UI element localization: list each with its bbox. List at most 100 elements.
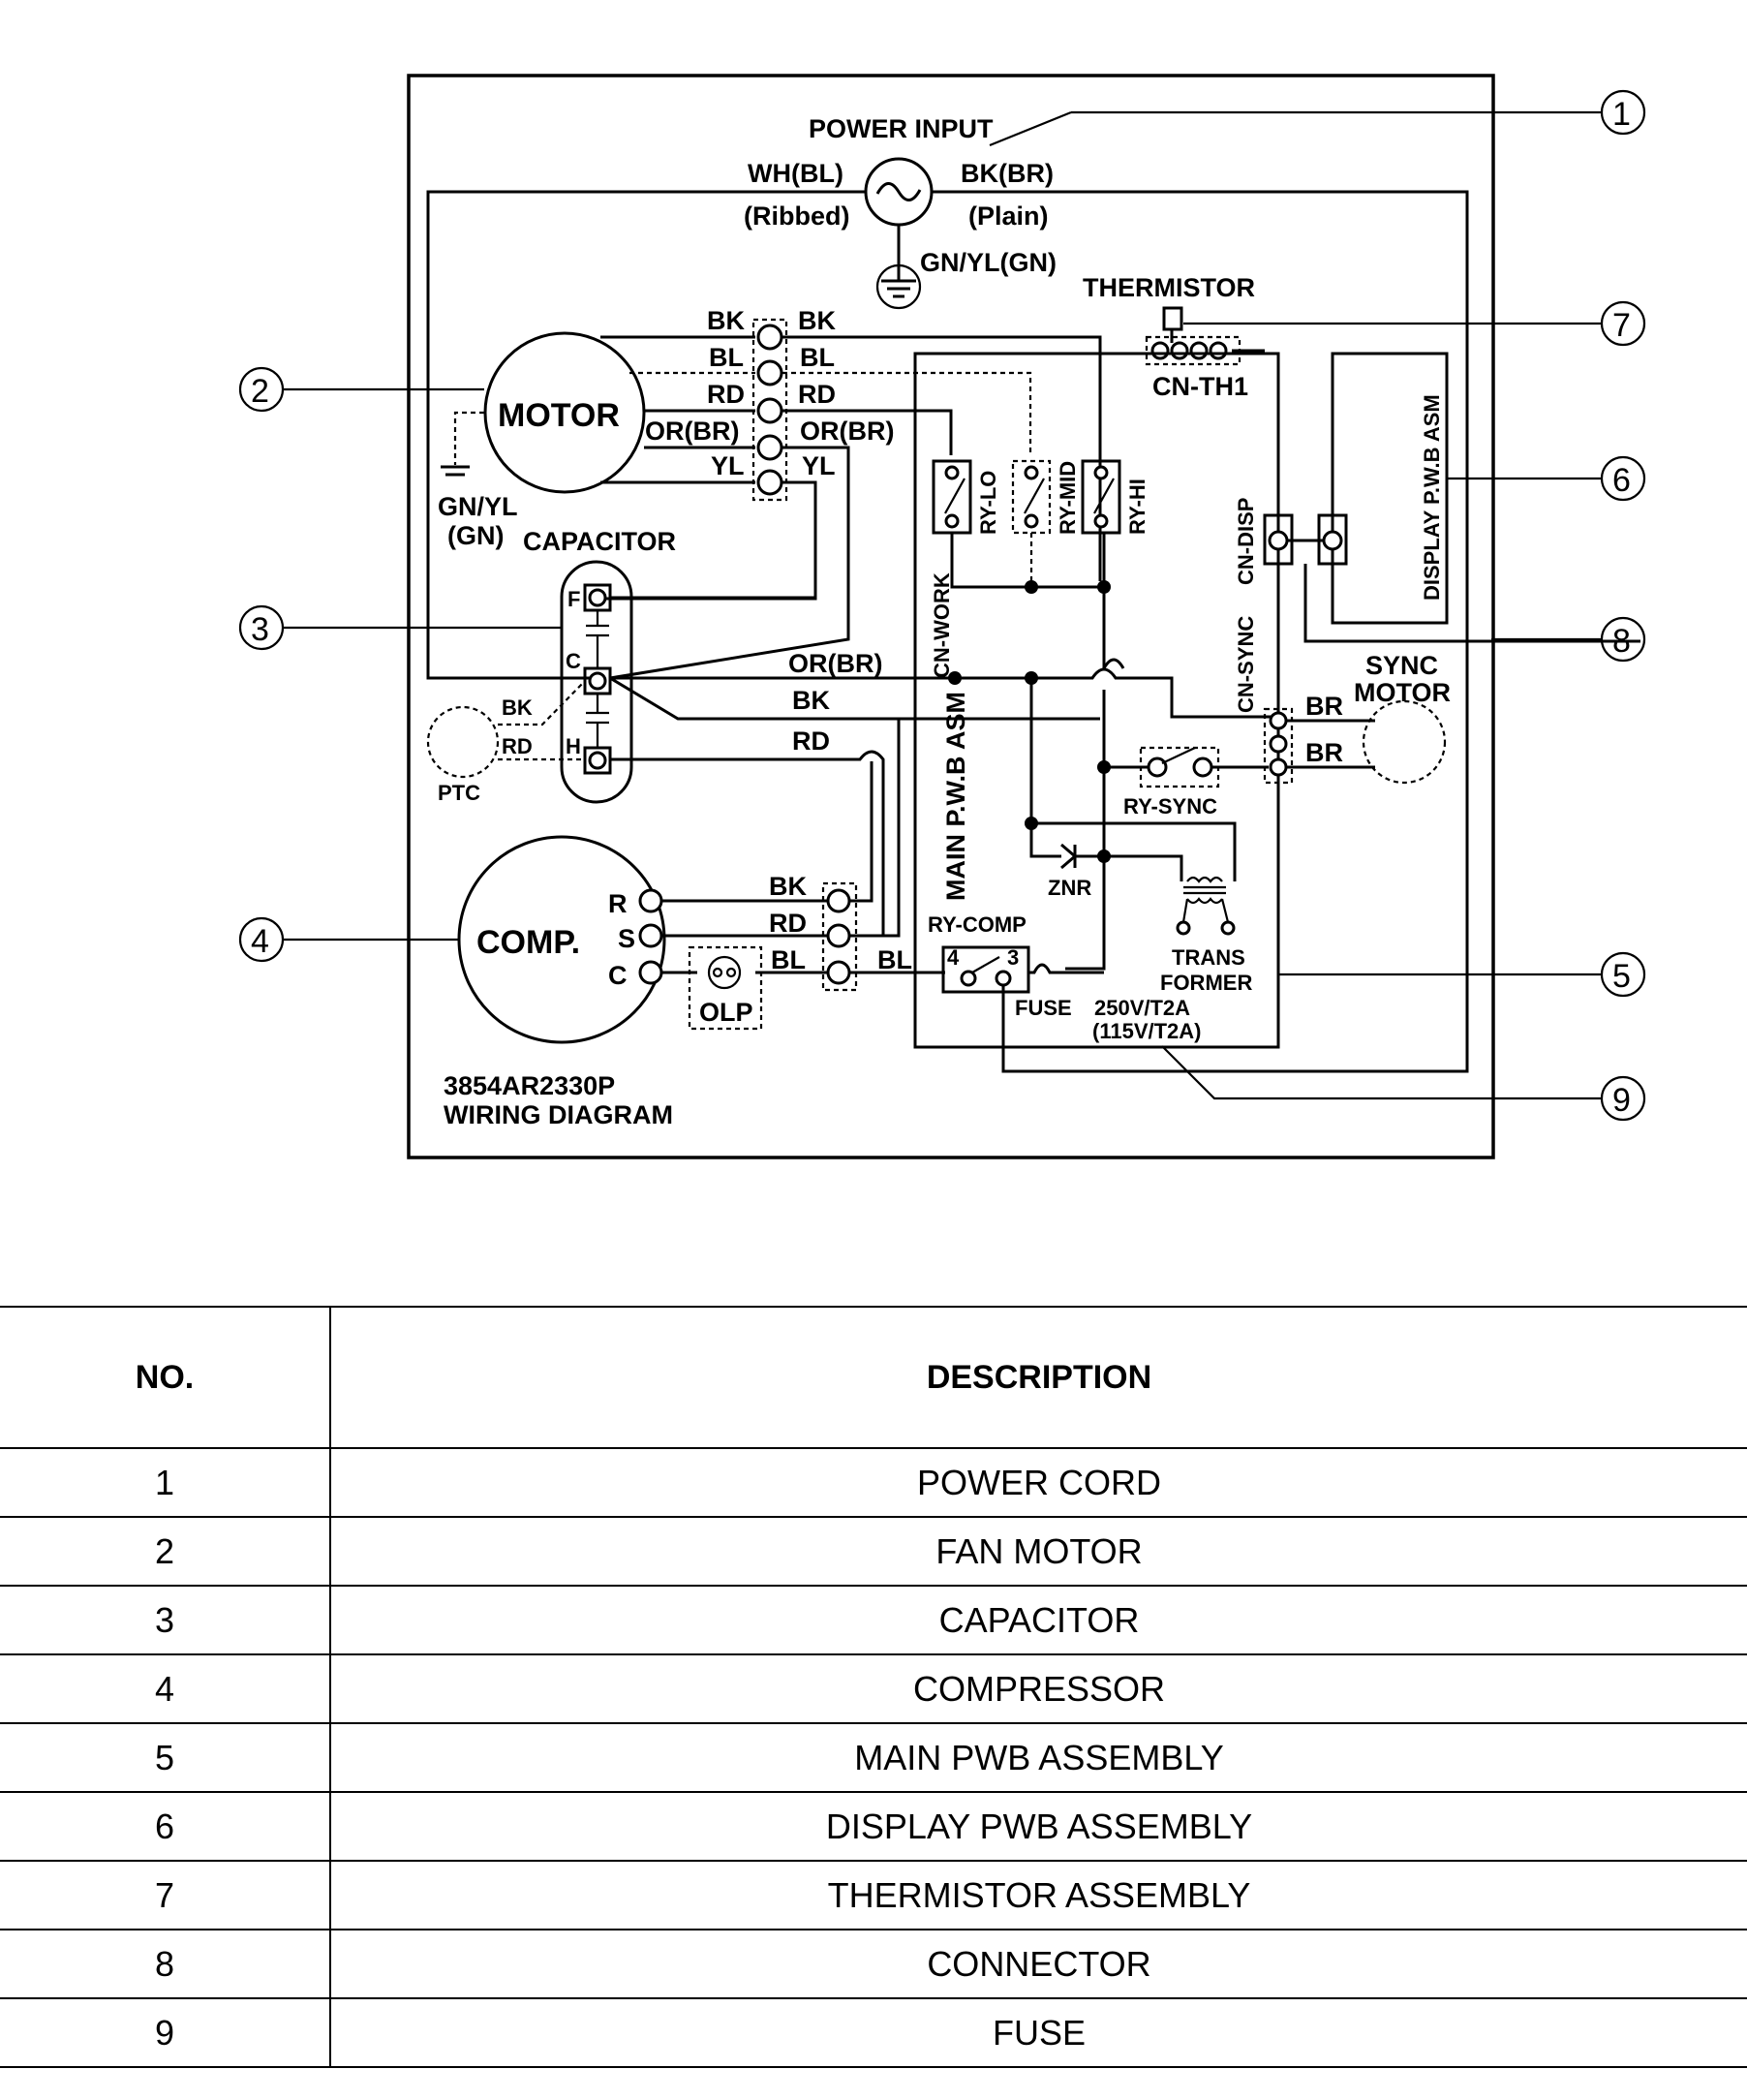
znr-label: ZNR [1048,876,1091,900]
wire-ribbed-label: (Ribbed) [744,201,849,231]
table-row: 6 DISPLAY PWB ASSEMBLY [0,1791,1747,1862]
capacitor [560,560,815,804]
wire-bk-label: BK [792,686,830,715]
table-header-row: NO. DESCRIPTION [0,1306,1747,1449]
table-row: 1 POWER CORD [0,1447,1747,1518]
motor-wire-r-or: OR(BR) [800,417,894,446]
motor-wire-r-yl: YL [802,451,836,480]
main-pwb-label: MAIN P.W.B ASM [941,692,970,901]
motor-wire-l-bk: BK [707,306,745,335]
former-label: FORMER [1160,971,1252,995]
table-row: 7 THERMISTOR ASSEMBLY [0,1860,1747,1930]
svg-text:3: 3 [251,611,269,648]
row-description: THERMISTOR ASSEMBLY [330,1860,1747,1930]
callout-1: 1 [989,89,1646,147]
sync-br-1-label: BR [1305,692,1343,721]
znr [1029,823,1104,870]
col-description-header: DESCRIPTION [330,1306,1747,1449]
fuse-label: FUSE [1015,996,1072,1020]
table-row: 2 FAN MOTOR [0,1516,1747,1587]
svg-text:5: 5 [1612,958,1631,995]
callout-6: 6 [1447,455,1646,502]
thermistor [1145,306,1241,366]
display-pwb-label: DISPLAY P.W.B ASM [1420,394,1444,601]
power-input-label: POWER INPUT [809,114,994,143]
sync-label: SYNC [1365,651,1438,680]
main-pwb-box [913,352,1280,1049]
comp-label: COMP. [476,924,580,961]
wire-wh-bl-label: WH(BL) [748,159,843,188]
comp-c-label: C [608,961,628,990]
row-no: 4 [0,1653,331,1724]
svg-text:8: 8 [1612,623,1631,660]
table-row: 5 MAIN PWB ASSEMBLY [0,1722,1747,1793]
svg-text:7: 7 [1612,307,1631,344]
power-input [426,157,1469,1073]
fuse-rating-1: 250V/T2A [1094,996,1190,1020]
table-row: 3 CAPACITOR [0,1585,1747,1655]
cn-sync-connector [1263,707,1375,785]
relay-hi [1081,459,1121,535]
relay-comp [941,945,1104,994]
ptc [426,680,586,779]
sync-br-2-label: BR [1305,738,1343,767]
row-description: FAN MOTOR [330,1516,1747,1587]
svg-text:9: 9 [1612,1082,1631,1119]
table-row: 4 COMPRESSOR [0,1653,1747,1724]
compressor [457,835,829,1044]
row-description: COMPRESSOR [330,1653,1747,1724]
motor-wire-r-rd: RD [798,380,836,409]
svg-text:6: 6 [1612,462,1631,499]
motor-wire-l-rd: RD [707,380,745,409]
svg-text:4: 4 [251,923,269,960]
diagram-frame [407,74,1495,1159]
part-number: 3854AR2330P [444,1071,615,1100]
wire-bk-br-label: BK(BR) [961,159,1054,188]
cn-th1-label: CN-TH1 [1152,372,1248,401]
row-description: POWER CORD [330,1447,1747,1518]
ry-mid-label: RY-MID [1056,461,1080,535]
row-no: 5 [0,1722,331,1793]
cn-sync-label: CN-SYNC [1234,616,1258,713]
row-no: 9 [0,1997,331,2068]
row-description: CONNECTOR [330,1929,1747,1999]
comp-connector [821,719,945,992]
ry-comp-4-label: 4 [947,945,960,970]
ptc-label: PTC [438,781,480,805]
ry-comp-label: RY-COMP [928,912,1027,937]
trans-label: TRANS [1172,945,1245,970]
wire-or-br-label: OR(BR) [788,649,882,678]
svg-text:1: 1 [1612,96,1631,133]
cn-work-label: CN-WORK [930,572,954,678]
wiring-diagram: POWER INPUT WH(BL) (Ribbed) BK(BR) (Plai… [238,74,1646,1159]
relay-mid [1011,459,1052,587]
callout-9: 9 [1161,1045,1646,1122]
transformer [1176,876,1236,936]
sync-motor-label: MOTOR [1354,678,1451,707]
cap-c-label: C [566,649,581,673]
gn-yl-label: GN/YL [438,492,518,521]
olp [688,945,763,1031]
parts-table: NO. DESCRIPTION 1 POWER CORD 2 FAN MOTOR… [0,1306,1747,2068]
callout-7: 7 [1183,300,1646,347]
ptc-bk-label: BK [502,695,533,720]
motor-wire-l-bl: BL [709,343,744,372]
olp-label: OLP [699,998,753,1027]
junction-relay-mid [1025,580,1038,594]
motor-label: MOTOR [498,397,620,434]
callout-3: 3 [238,604,562,651]
row-no: 1 [0,1447,331,1518]
col-no-header: NO. [0,1306,331,1449]
ry-comp-3-label: 3 [1007,945,1019,970]
ry-sync-label: RY-SYNC [1123,794,1217,818]
motor-wire-r-bk: BK [798,306,836,335]
row-description: DISPLAY PWB ASSEMBLY [330,1791,1747,1862]
callout-5: 5 [1278,951,1646,998]
row-no: 8 [0,1929,331,1999]
motor-connector [751,318,788,502]
bl2-label: BL [877,945,912,974]
row-description: MAIN PWB ASSEMBLY [330,1722,1747,1793]
relay-lo [932,459,1100,589]
fan-motor [441,331,755,494]
cn-disp-label: CN-DISP [1234,498,1258,585]
